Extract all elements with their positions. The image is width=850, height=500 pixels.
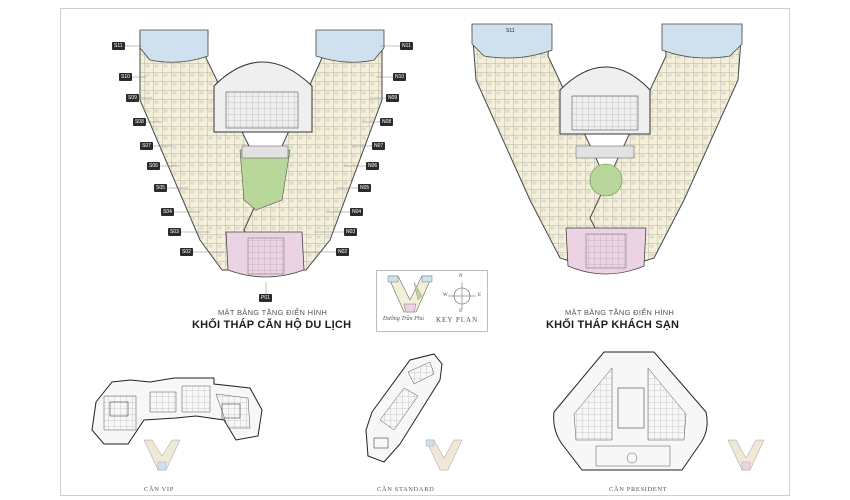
unit-tag: S09 — [126, 94, 139, 102]
unit-caption-president: CĂN PRESIDENT — [609, 486, 668, 493]
unit-tag: S05 — [154, 184, 167, 192]
unit-tag: S03 — [168, 228, 181, 236]
compass-e: E — [478, 293, 482, 298]
unit-tag: S11 — [506, 28, 515, 34]
key-plan-title: KEY PLAN — [436, 316, 479, 324]
unit-caption-standard: CĂN STANDARD — [377, 486, 435, 493]
unit-tag: N05 — [358, 184, 372, 192]
right-tower-east-wing-grid — [590, 26, 742, 270]
key-plan-street: Đường Trần Phú — [383, 316, 424, 322]
unit-tag: N06 — [366, 162, 380, 170]
right-tower-courtyard — [589, 163, 623, 197]
unit-tag: N10 — [393, 73, 407, 81]
left-tower-blue-unit-east — [315, 29, 385, 63]
right-tower-plan — [471, 23, 743, 275]
unit-tag: S07 — [140, 142, 153, 150]
right-tower-caption-sub: MẶT BẰNG TẦNG ĐIỂN HÌNH — [565, 308, 675, 317]
compass-s: S — [459, 309, 462, 314]
unit-plan-president — [553, 351, 765, 471]
unit-tag: S08 — [133, 118, 146, 126]
left-tower-blue-unit-west — [139, 29, 209, 63]
president-unit-outline — [553, 351, 708, 471]
unit-tag: S06 — [147, 162, 160, 170]
right-tower-blue-unit-west — [471, 23, 553, 59]
unit-tag: N07 — [372, 142, 386, 150]
sheet-frame — [60, 8, 790, 496]
right-tower-caption-main: KHỐI THÁP KHÁCH SẠN — [546, 319, 680, 331]
unit-tag: S11 — [112, 42, 125, 50]
unit-caption-vip: CĂN VIP — [144, 486, 174, 493]
left-tower-caption-main: KHỐI THÁP CĂN HỘ DU LỊCH — [192, 319, 352, 331]
unit-tag: N04 — [350, 208, 364, 216]
left-tower-plan — [122, 29, 400, 294]
compass-n: N — [459, 274, 463, 279]
compass-w: W — [443, 293, 448, 298]
unit-tag: S04 — [161, 208, 174, 216]
unit-tag: S10 — [119, 73, 132, 81]
unit-plan-standard — [365, 353, 463, 471]
unit-tag: S02 — [180, 248, 193, 256]
unit-tag: N02 — [336, 248, 350, 256]
unit-plan-vip — [91, 377, 263, 471]
unit-tag: P01 — [259, 294, 272, 302]
right-tower-west-wing-grid — [472, 26, 624, 270]
standard-mini-v-icon — [425, 439, 463, 471]
right-tower-blue-unit-east — [661, 23, 743, 59]
unit-tag: N08 — [380, 118, 394, 126]
key-plan-box — [376, 270, 488, 332]
key-plan-graphic — [387, 275, 476, 313]
left-tower-caption-sub: MẶT BẰNG TẦNG ĐIỂN HÌNH — [218, 308, 328, 317]
unit-tag: N03 — [344, 228, 358, 236]
unit-tag: N09 — [386, 94, 400, 102]
unit-tag: N11 — [400, 42, 413, 50]
left-tower-east-wing-grid — [244, 32, 382, 270]
